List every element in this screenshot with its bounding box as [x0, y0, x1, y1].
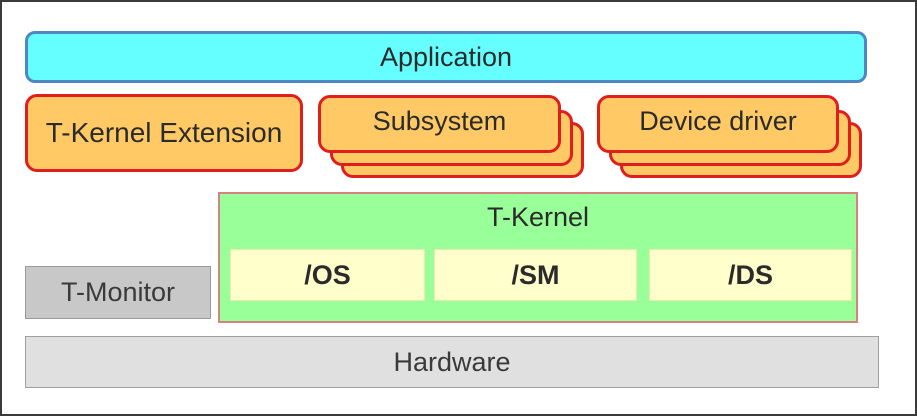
- kernel-module-ds: /DS: [649, 249, 852, 301]
- t-monitor-box: T-Monitor: [25, 266, 211, 319]
- hardware-layer: Hardware: [25, 336, 879, 388]
- t-kernel-block: T-Kernel /OS /SM /DS: [218, 192, 858, 323]
- kernel-module-os: /OS: [230, 249, 425, 301]
- subsystem-box: Subsystem: [318, 95, 561, 153]
- t-kernel-title: T-Kernel: [486, 202, 590, 232]
- kernel-extension-box: T-Kernel Extension: [25, 94, 303, 172]
- application-layer: Application: [25, 31, 867, 83]
- device-driver-box: Device driver: [597, 95, 839, 153]
- kernel-module-sm: /SM: [434, 249, 637, 301]
